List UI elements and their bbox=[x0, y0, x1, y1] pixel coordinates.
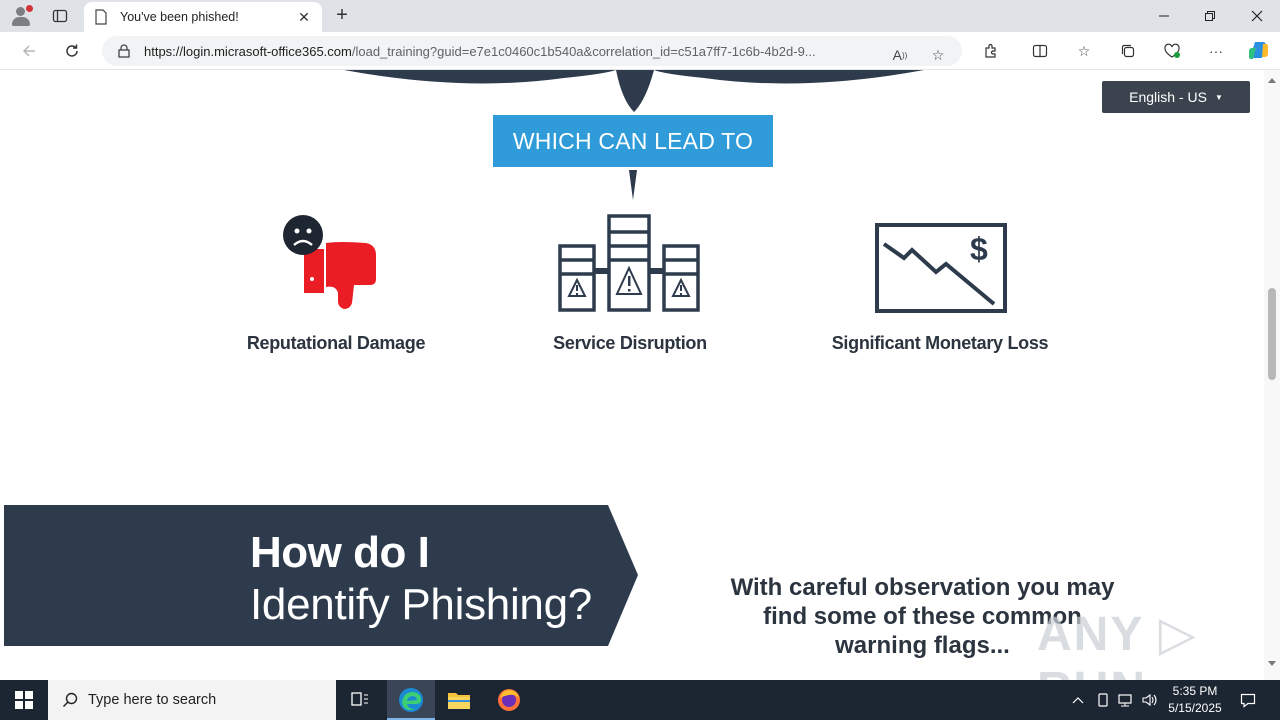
extensions-icon[interactable] bbox=[981, 42, 1001, 60]
network-icon[interactable] bbox=[1116, 680, 1136, 720]
file-explorer-icon[interactable] bbox=[435, 680, 483, 720]
new-tab-button[interactable]: + bbox=[336, 4, 348, 26]
how-do-i-heading: How do I bbox=[250, 528, 430, 577]
back-arrow-icon[interactable] bbox=[14, 37, 44, 65]
how-banner-shape bbox=[4, 505, 638, 646]
servers-warning-icon bbox=[558, 214, 700, 312]
show-hidden-icons-chevron-icon[interactable] bbox=[1068, 680, 1088, 720]
firefox-icon[interactable] bbox=[485, 680, 533, 720]
copilot-icon[interactable] bbox=[1247, 39, 1271, 63]
falling-chart-dollar-icon: $ bbox=[875, 223, 1007, 313]
phishing-training-page: English - US ▼ WHICH CAN LEAD TO Reputat… bbox=[4, 70, 1260, 680]
clock-time: 5:35 PM bbox=[1172, 684, 1218, 698]
scroll-up-icon[interactable] bbox=[1268, 78, 1276, 83]
page-icon bbox=[95, 9, 107, 25]
restore-button[interactable] bbox=[1187, 0, 1233, 32]
scroll-thumb[interactable] bbox=[1268, 288, 1276, 380]
close-window-button[interactable] bbox=[1234, 0, 1280, 32]
url-path: /load_training?guid=e7e1c0460c1b540a&cor… bbox=[351, 43, 816, 59]
minimize-button[interactable] bbox=[1141, 0, 1187, 32]
split-screen-icon[interactable] bbox=[1030, 42, 1050, 60]
taskbar-search-box[interactable]: Type here to search bbox=[48, 680, 336, 720]
notifications-icon[interactable] bbox=[1236, 680, 1260, 720]
watermark-logo: ANY ▷ RUN bbox=[1037, 608, 1198, 680]
search-icon bbox=[62, 692, 78, 708]
thumbs-down-sad-face-icon bbox=[283, 215, 376, 309]
favorites-icon[interactable]: ☆ bbox=[1077, 42, 1091, 59]
volume-icon[interactable] bbox=[1140, 680, 1160, 720]
address-bar[interactable]: https://login.micrasoft-office365.com/lo… bbox=[102, 36, 962, 66]
impact-label-reputational: Reputational Damage bbox=[246, 333, 426, 353]
clock-date: 5/15/2025 bbox=[1168, 701, 1222, 715]
impact-label-service: Service Disruption bbox=[553, 333, 707, 353]
refresh-icon[interactable] bbox=[57, 37, 87, 65]
device-icon[interactable] bbox=[1093, 680, 1113, 720]
lock-icon[interactable] bbox=[118, 44, 130, 58]
warning-flags-text: With careful observation you may find so… bbox=[730, 574, 1115, 659]
language-label: English - US bbox=[1129, 89, 1207, 105]
task-view-icon[interactable] bbox=[336, 680, 384, 720]
url-host: https://login.micrasoft-office365.com bbox=[144, 43, 352, 59]
identify-phishing-heading: Identify Phishing? bbox=[250, 580, 592, 629]
which-can-lead-to-label: WHICH CAN LEAD TO bbox=[493, 115, 773, 167]
tab-strip: You've been phished! ✕ + bbox=[0, 0, 1280, 32]
tab-title: You've been phished! bbox=[120, 10, 239, 24]
browser-essentials-icon[interactable] bbox=[1162, 42, 1182, 60]
collections-icon[interactable] bbox=[1118, 42, 1138, 60]
favorite-star-icon[interactable]: ☆ bbox=[931, 46, 945, 63]
scroll-down-icon[interactable] bbox=[1268, 661, 1276, 666]
impact-label-monetary: Significant Monetary Loss bbox=[831, 333, 1049, 353]
pointer-shape bbox=[629, 170, 637, 200]
page-viewport: English - US ▼ WHICH CAN LEAD TO Reputat… bbox=[0, 70, 1280, 680]
caret-down-icon: ▼ bbox=[1214, 92, 1223, 102]
windows-start-icon[interactable] bbox=[0, 680, 48, 720]
search-placeholder: Type here to search bbox=[88, 692, 217, 708]
system-clock[interactable]: 5:35 PM 5/15/2025 bbox=[1160, 683, 1230, 717]
language-selector[interactable]: English - US ▼ bbox=[1102, 81, 1250, 113]
windows-taskbar: Type here to search 5:35 PM 5/15/2025 bbox=[0, 680, 1280, 720]
browser-toolbar: https://login.micrasoft-office365.com/lo… bbox=[0, 32, 1280, 70]
bracket-shape bbox=[344, 70, 924, 112]
browser-tab-active[interactable]: You've been phished! ✕ bbox=[84, 2, 322, 32]
svg-text:$: $ bbox=[970, 231, 988, 267]
edge-taskbar-icon[interactable] bbox=[387, 680, 435, 720]
close-tab-icon[interactable]: ✕ bbox=[298, 8, 310, 25]
read-aloud-icon[interactable]: A)) bbox=[892, 47, 908, 63]
profile-avatar-icon[interactable] bbox=[8, 4, 34, 28]
more-options-icon[interactable]: ··· bbox=[1209, 43, 1223, 59]
tab-actions-icon[interactable] bbox=[46, 4, 74, 28]
vertical-scrollbar[interactable] bbox=[1264, 70, 1280, 680]
url-text[interactable]: https://login.micrasoft-office365.com/lo… bbox=[144, 44, 874, 59]
